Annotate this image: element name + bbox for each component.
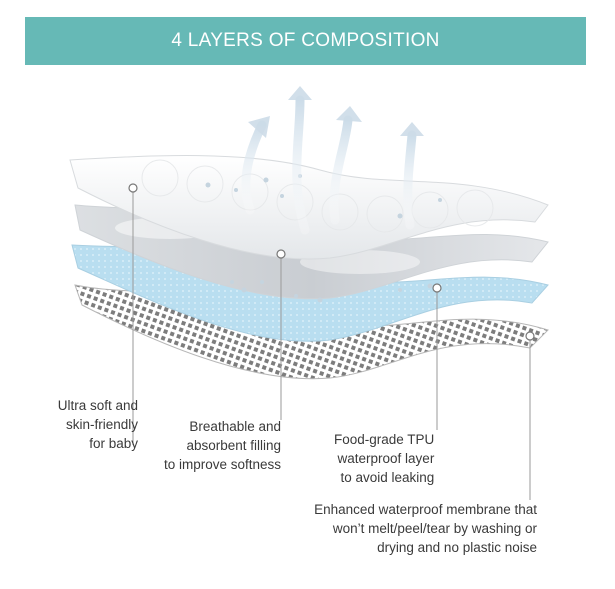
vapor-arrows	[241, 95, 417, 235]
label-ultra-soft: Ultra soft and skin-friendly for baby	[57, 398, 138, 451]
label-breathable-filling: Breathable and absorbent filling to impr…	[163, 419, 281, 472]
title-banner: 4 LAYERS OF COMPOSITION	[25, 17, 586, 65]
label-tpu-layer: Food-grade TPU waterproof layer to avoid…	[334, 432, 435, 485]
banner-title: 4 LAYERS OF COMPOSITION	[171, 30, 440, 51]
label-waterproof-membrane: Enhanced waterproof membrane that won’t …	[314, 502, 537, 555]
